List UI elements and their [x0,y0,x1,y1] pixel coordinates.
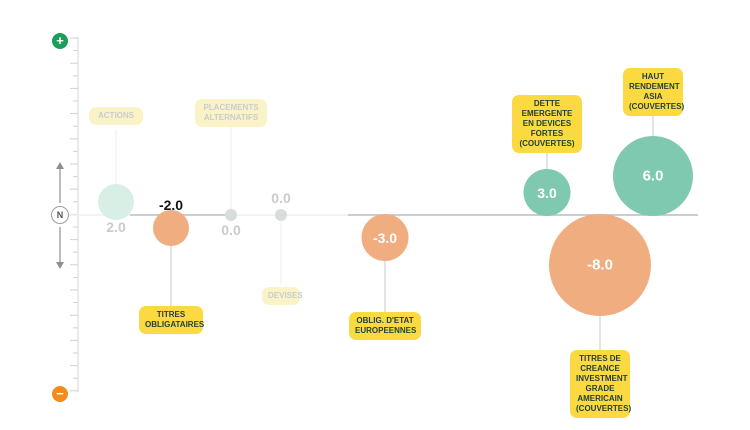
category-label: DETTE EMERGENTE EN DEVICES FORTES (COUVE… [512,95,582,153]
increase-button[interactable]: + [52,33,68,49]
category-label: ACTIONS [89,107,143,125]
bubble [98,184,134,220]
bubble [225,209,237,221]
bubble [275,209,287,221]
value-label: -2.0 [158,197,184,213]
value-label: 0.0 [221,222,241,238]
up-arrow-icon [56,162,64,169]
bubble [549,214,651,316]
bubble [613,136,693,216]
value-label: 0.0 [271,190,291,206]
category-label: DEVISES [262,287,303,305]
neutral-badge: N [51,206,69,224]
down-arrow-icon [56,262,64,269]
decrease-button[interactable]: − [52,386,68,402]
bubble [361,214,409,261]
category-label: OBLIG. D'ETAT EUROPEENNES [349,312,421,340]
category-label: HAUT RENDEMENT ASIA (COUVERTES) [623,68,684,116]
value-label: -8.0 [587,256,613,274]
value-label: 2.0 [106,219,126,235]
value-label: 6.0 [642,167,664,185]
value-label: -3.0 [372,229,398,246]
category-label: TITRES DE CREANCE INVESTMENT GRADE AMERI… [570,350,631,418]
value-label: 3.0 [537,184,557,201]
category-label: PLACEMENTS ALTERNATIFS [195,99,267,127]
bubble [523,169,571,216]
category-label: TITRES OBLIGATAIRES [139,306,204,334]
bubble [153,210,189,246]
